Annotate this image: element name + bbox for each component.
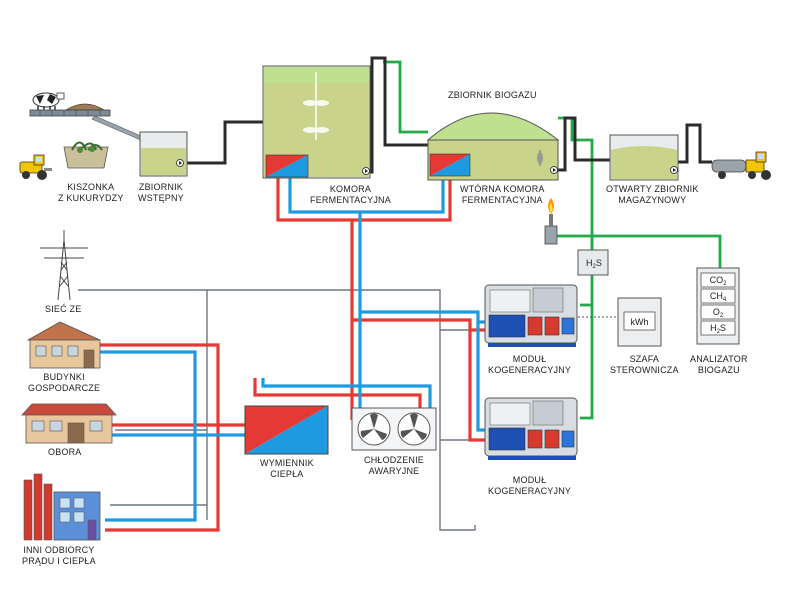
label-biogas-tank-text: ZBIORNIK BIOGAZU: [448, 90, 537, 100]
analyzer-gas-cell: [700, 288, 736, 304]
label-silage-line1: KISZONKA: [67, 182, 115, 192]
label-secondary-line2: FERMENTACYJNA: [461, 195, 543, 205]
label-open-tank: OTWARTY ZBIORNIK MAGAZYNOWY: [606, 184, 699, 206]
label-fermentation-line1: KOMORA: [329, 184, 372, 194]
label-heat-exchanger-line2: CIEPŁA: [270, 469, 304, 479]
fan-icon: [400, 413, 427, 440]
analyzer-gas-cell: [700, 272, 736, 288]
chp-module-1: [484, 284, 578, 347]
label-silage: KISZONKA Z KUKURYDZY: [58, 182, 124, 204]
label-chp2-line1: MODUŁ: [512, 475, 547, 485]
analyzer-gas-cell: [700, 320, 736, 336]
h2s-filter: H2S: [577, 249, 609, 276]
tractor-icon-left: [19, 154, 52, 180]
label-pre-tank-line2: WSTĘPNY: [138, 193, 184, 203]
h2s-filter-label: H2S: [586, 258, 602, 270]
label-fermentation-chamber: KOMORA FERMENTACYJNA: [310, 184, 391, 206]
label-cabinet-line1: SZAFA: [629, 354, 660, 364]
substrate-pipes: [185, 56, 712, 174]
heat-exchanger: [244, 405, 329, 455]
label-analyzer-line1: ANALIZATOR: [690, 354, 748, 364]
label-farm-buildings: BUDYNKI GOSPODARCZE: [28, 372, 100, 394]
secondary-chamber: [426, 112, 560, 181]
label-barn-text: OBORA: [48, 447, 82, 457]
label-chp1-line1: MODUŁ: [512, 354, 547, 364]
analyzer-gas-label: CH4: [710, 291, 727, 303]
label-consumers-line1: INNI ODBIORCY: [23, 545, 95, 555]
label-pre-tank: ZBIORNIK WSTĘPNY: [138, 182, 184, 204]
analyzer-gas-label: O2: [713, 307, 724, 319]
heat-pipes-cold: [100, 175, 488, 522]
label-grid: SIEĆ ZE: [45, 304, 81, 315]
manure-pile-icon: [64, 103, 106, 111]
label-grid-text: SIEĆ ZE: [45, 304, 82, 314]
power-pylon-icon: [40, 230, 88, 301]
label-secondary-chamber: WTÓRNA KOMORA FERMENTACYJNA: [460, 184, 545, 206]
tanker-tractor-icon: [711, 151, 771, 180]
label-heat-exchanger-line1: WYMIENNIK: [260, 458, 314, 468]
silage-container-icon: [63, 141, 109, 169]
label-gas-analyzer: ANALIZATOR BIOGAZU: [690, 354, 748, 376]
label-chp-module-2: MODUŁ KOGENERACYJNY: [488, 475, 571, 497]
label-open-tank-line1: OTWARTY ZBIORNIK: [606, 184, 699, 194]
pre-tank: [139, 131, 188, 177]
label-barn: OBORA: [48, 447, 82, 458]
open-storage-tank: [609, 134, 679, 181]
grate-icon: [29, 109, 151, 145]
label-cooling-line2: AWARYJNE: [368, 466, 420, 476]
analyzer-gas-label: CO2: [710, 275, 728, 287]
kwh-display: kWh: [631, 317, 649, 327]
label-silage-line2: Z KUKURYDZY: [58, 193, 124, 203]
label-control-cabinet: SZAFA STEROWNICZA: [610, 354, 679, 376]
label-cabinet-line2: STEROWNICZA: [610, 365, 679, 375]
label-secondary-line1: WTÓRNA KOMORA: [460, 184, 545, 194]
label-chp1-line2: KOGENERACYJNY: [488, 365, 572, 375]
label-heat-exchanger: WYMIENNIK CIEPŁA: [260, 458, 314, 480]
factory-icon: [23, 473, 101, 541]
label-chp-module-1: MODUŁ KOGENERACYJNY: [488, 354, 571, 376]
label-pre-tank-line1: ZBIORNIK: [138, 182, 183, 192]
label-other-consumers: INNI ODBIORCY PRĄDU I CIEPŁA: [22, 545, 96, 567]
analyzer-gas-cell: [700, 304, 736, 320]
emergency-cooling: [351, 407, 437, 451]
label-farm-line2: GOSPODARCZE: [28, 383, 101, 393]
label-chp2-line2: KOGENERACYJNY: [488, 486, 572, 496]
label-biogas-tank: ZBIORNIK BIOGAZU: [448, 90, 537, 101]
gas-flare-icon: [544, 198, 558, 245]
label-cooling-line1: CHŁODZENIE: [364, 455, 425, 465]
fan-icon: [360, 413, 387, 440]
label-consumers-line2: PRĄDU I CIEPŁA: [22, 556, 96, 566]
farm-buildings-icon: [26, 321, 101, 369]
label-emergency-cooling: CHŁODZENIE AWARYJNE: [364, 455, 424, 477]
barn-icon: [21, 403, 117, 444]
label-farm-line1: BUDYNKI: [43, 372, 85, 382]
heat-pipes-hot: [100, 175, 488, 532]
control-cabinet: kWh: [617, 297, 662, 347]
analyzer-gas-label: H2S: [710, 323, 726, 335]
label-open-tank-line2: MAGAZYNOWY: [618, 195, 687, 205]
fermentation-chamber: [262, 65, 371, 179]
label-analyzer-line2: BIOGAZU: [697, 365, 740, 375]
chp-module-2: [484, 397, 578, 460]
label-fermentation-line2: FERMENTACYJNA: [310, 195, 391, 205]
